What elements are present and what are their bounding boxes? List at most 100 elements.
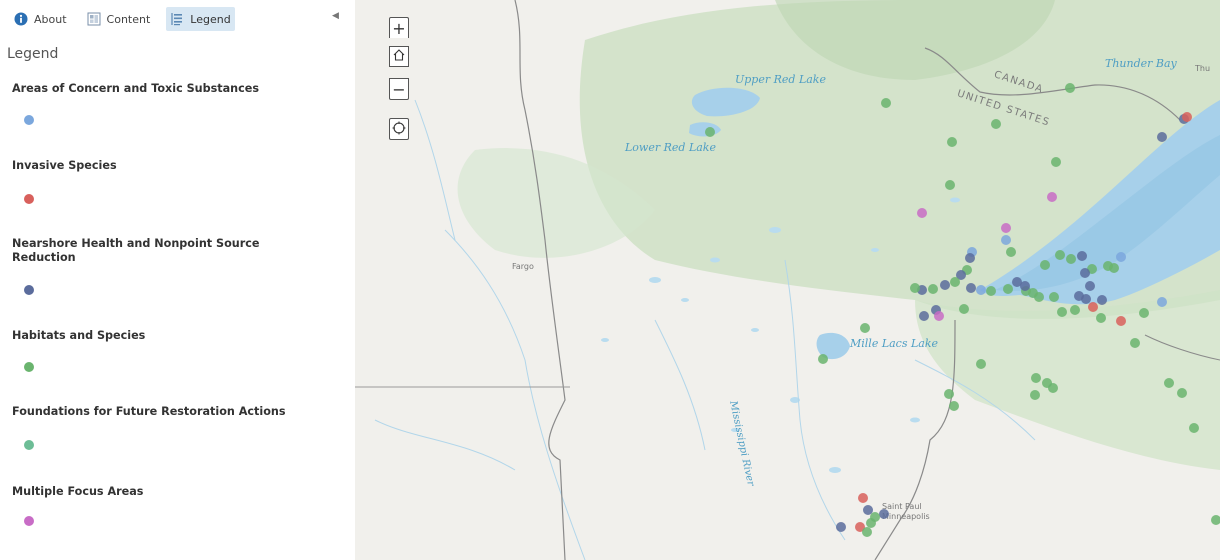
- collapse-panel-icon[interactable]: ◀: [332, 11, 339, 21]
- project-point[interactable]: [1040, 260, 1050, 270]
- project-point[interactable]: [940, 280, 950, 290]
- project-point[interactable]: [1088, 302, 1098, 312]
- project-point[interactable]: [1177, 388, 1187, 398]
- project-point[interactable]: [1047, 192, 1057, 202]
- project-point[interactable]: [1096, 313, 1106, 323]
- legend-category-areas-of-concern: Areas of Concern and Toxic Substances: [12, 82, 260, 95]
- project-point[interactable]: [1164, 378, 1174, 388]
- project-point[interactable]: [1139, 308, 1149, 318]
- project-point[interactable]: [917, 208, 927, 218]
- project-point[interactable]: [1116, 252, 1126, 262]
- project-point[interactable]: [1034, 292, 1044, 302]
- label-saint-paul: Saint Paul: [882, 502, 922, 511]
- legend-swatch-foundations: [24, 440, 34, 450]
- project-point[interactable]: [1042, 378, 1052, 388]
- project-point[interactable]: [1081, 294, 1091, 304]
- project-point[interactable]: [910, 283, 920, 293]
- project-point[interactable]: [836, 522, 846, 532]
- legend-heading: Legend: [7, 46, 59, 62]
- project-point[interactable]: [945, 180, 955, 190]
- panel-tabs: About Content Legend: [10, 7, 247, 31]
- project-points-layer: [705, 83, 1220, 537]
- project-point[interactable]: [860, 323, 870, 333]
- tab-content[interactable]: Content: [83, 7, 155, 31]
- tab-about[interactable]: About: [10, 7, 71, 31]
- project-point[interactable]: [976, 285, 986, 295]
- map-view[interactable]: Upper Red Lake Lower Red Lake Thunder Ba…: [355, 0, 1220, 560]
- label-fargo: Fargo: [512, 262, 534, 271]
- label-upper-red-lake: Upper Red Lake: [735, 73, 826, 86]
- project-point[interactable]: [855, 522, 865, 532]
- project-point[interactable]: [879, 509, 889, 519]
- project-point[interactable]: [1130, 338, 1140, 348]
- project-point[interactable]: [1189, 423, 1199, 433]
- project-point[interactable]: [956, 270, 966, 280]
- project-point[interactable]: [1070, 305, 1080, 315]
- project-point[interactable]: [1080, 268, 1090, 278]
- project-point[interactable]: [1051, 157, 1061, 167]
- locate-button[interactable]: [389, 118, 409, 140]
- project-point[interactable]: [966, 283, 976, 293]
- side-panel: About Content Legend ◀ Legend Areas of C…: [0, 0, 355, 560]
- project-point[interactable]: [1077, 251, 1087, 261]
- project-point[interactable]: [1001, 235, 1011, 245]
- project-point[interactable]: [1157, 132, 1167, 142]
- label-thunder-bay-city: Thu: [1195, 64, 1211, 73]
- project-point[interactable]: [1085, 281, 1095, 291]
- project-point[interactable]: [1020, 281, 1030, 291]
- project-point[interactable]: [1182, 112, 1192, 122]
- project-point[interactable]: [862, 527, 872, 537]
- content-icon: [87, 12, 101, 26]
- home-button[interactable]: [389, 46, 409, 67]
- project-point[interactable]: [949, 401, 959, 411]
- legend-swatch-multiple-focus: [24, 516, 34, 526]
- project-point[interactable]: [1157, 297, 1167, 307]
- label-mille-lacs: Mille Lacs Lake: [850, 337, 939, 350]
- project-point[interactable]: [986, 286, 996, 296]
- project-point[interactable]: [1097, 295, 1107, 305]
- project-point[interactable]: [1109, 263, 1119, 273]
- project-point[interactable]: [863, 505, 873, 515]
- project-point[interactable]: [1065, 83, 1075, 93]
- project-point[interactable]: [1057, 307, 1067, 317]
- project-point[interactable]: [919, 311, 929, 321]
- label-lower-red-lake: Lower Red Lake: [625, 141, 716, 154]
- project-point[interactable]: [866, 518, 876, 528]
- project-point[interactable]: [1116, 316, 1126, 326]
- tab-legend[interactable]: Legend: [166, 7, 235, 31]
- project-point[interactable]: [818, 354, 828, 364]
- project-point[interactable]: [1049, 292, 1059, 302]
- project-point[interactable]: [944, 389, 954, 399]
- tab-about-label: About: [34, 12, 67, 26]
- project-point[interactable]: [1031, 373, 1041, 383]
- project-point[interactable]: [858, 493, 868, 503]
- basemap: [355, 0, 1220, 560]
- zoom-out-button[interactable]: −: [389, 78, 409, 100]
- project-point[interactable]: [934, 311, 944, 321]
- project-point[interactable]: [881, 98, 891, 108]
- project-point[interactable]: [976, 359, 986, 369]
- legend-swatch-invasive-species: [24, 194, 34, 204]
- project-point[interactable]: [1012, 277, 1022, 287]
- legend-category-habitats-species: Habitats and Species: [12, 329, 146, 342]
- project-point[interactable]: [1001, 223, 1011, 233]
- zoom-in-button[interactable]: +: [389, 17, 409, 38]
- label-thunder-bay: Thunder Bay: [1105, 57, 1177, 70]
- project-point[interactable]: [1066, 254, 1076, 264]
- project-point[interactable]: [1030, 390, 1040, 400]
- project-point[interactable]: [1211, 515, 1220, 525]
- label-minneapolis: Minneapolis: [882, 512, 930, 521]
- legend-category-invasive-species: Invasive Species: [12, 159, 117, 172]
- project-point[interactable]: [928, 284, 938, 294]
- project-point[interactable]: [991, 119, 1001, 129]
- project-point[interactable]: [1006, 247, 1016, 257]
- project-point[interactable]: [1003, 284, 1013, 294]
- info-icon: [14, 12, 28, 26]
- project-point[interactable]: [1055, 250, 1065, 260]
- zoom-in-label: +: [392, 18, 406, 38]
- project-point[interactable]: [705, 127, 715, 137]
- project-point[interactable]: [965, 253, 975, 263]
- project-point[interactable]: [947, 137, 957, 147]
- project-point[interactable]: [950, 277, 960, 287]
- project-point[interactable]: [959, 304, 969, 314]
